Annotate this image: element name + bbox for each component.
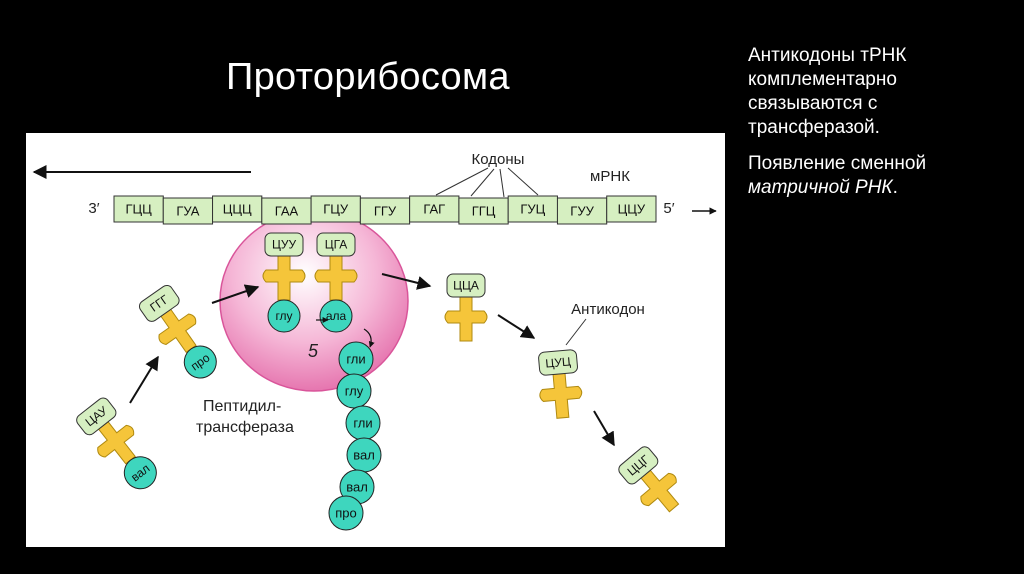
- mrna-5-prime-end: 5′: [663, 200, 674, 217]
- anticodon-box: [76, 397, 117, 436]
- mrna-strand: ГЦЦ ГУА ЦЦЦ ГАА ГЦУ ГГУ ГАГ ГГЦ ГУЦ ГУУ ЦЦУ: [113, 195, 657, 225]
- mrna-label: мРНК: [590, 168, 630, 185]
- anticodon-box: [446, 273, 486, 298]
- codon-text: ГУЦ: [520, 202, 545, 217]
- codon-pointer-line: [507, 167, 539, 196]
- mrna-3-prime-end: 3′: [88, 200, 99, 217]
- anticodon-text: ЦГА: [325, 238, 348, 252]
- slide-title: Проторибосома: [226, 56, 510, 98]
- codon-text: ГГУ: [374, 204, 397, 219]
- flow-arrow: [497, 314, 536, 339]
- enzyme-label-line2: трансфераза: [196, 419, 294, 436]
- anticodon-box: [138, 284, 180, 322]
- codon: ГЦЦ: [113, 195, 164, 223]
- codon-text: ГАА: [275, 204, 299, 219]
- anticodon-pointer-line: [565, 318, 587, 346]
- side-paragraph-1: Антикодоны тРНК комплементарно связывают…: [748, 45, 907, 138]
- codon: ЦЦУ: [606, 195, 657, 223]
- codon-text: ГУА: [176, 204, 199, 219]
- trna: ЦГА ала: [314, 232, 358, 333]
- codon: ГЦУ: [310, 195, 361, 223]
- codon: ГГУ: [359, 197, 411, 225]
- codon-text: ГЦЦ: [125, 202, 152, 217]
- trna: ЦЦГ: [618, 446, 680, 513]
- codon: ЦЦЦ: [212, 195, 263, 223]
- chain-amino-text: про: [335, 506, 357, 521]
- side-paragraph-2-prefix: Появление сменной: [748, 153, 927, 174]
- enzyme-label-line1: Пептидил-: [203, 398, 281, 415]
- amino-acid-text: ала: [326, 309, 347, 323]
- chain-amino-text: вал: [346, 480, 368, 495]
- trna-body: [314, 255, 358, 301]
- chain-amino-text: гли: [346, 352, 365, 367]
- chain-amino-text: вал: [353, 448, 375, 463]
- chain-amino-text: глу: [345, 384, 364, 399]
- codon: ГАА: [261, 197, 312, 225]
- codon-text: ГАГ: [423, 202, 445, 217]
- codon: ГАГ: [409, 195, 460, 223]
- anticodon-text: ЦУЦ: [545, 354, 572, 370]
- flow-arrow: [129, 355, 159, 404]
- flow-arrow: [381, 273, 432, 290]
- codon-text: ГЦУ: [323, 202, 349, 217]
- anticodon-box: [316, 232, 356, 257]
- anticodon-label: Антикодон: [571, 301, 645, 318]
- trna-body: [262, 255, 306, 301]
- codon-pointer-line: [499, 168, 505, 198]
- trna-body: [539, 372, 583, 419]
- anticodon-box: [618, 446, 659, 485]
- codon: ГГЦ: [458, 197, 509, 225]
- amino-acid: [319, 299, 353, 333]
- codon-text: ЦЦЦ: [223, 202, 252, 217]
- anticodon-box: [264, 232, 304, 257]
- codon-pointer-line: [470, 168, 495, 197]
- anticodon-box: [538, 349, 578, 376]
- codon: ГУА: [162, 197, 214, 225]
- codon: ГУЦ: [507, 195, 558, 223]
- trna: ЦЦА: [444, 273, 488, 342]
- amino-acid: [183, 345, 217, 379]
- trna-body: [97, 421, 136, 465]
- anticodon-text: ЦУУ: [272, 238, 297, 252]
- codons-label: Кодоны: [472, 151, 525, 168]
- flow-arrow: [211, 284, 260, 304]
- codon: ГУУ: [556, 197, 608, 225]
- anticodon-text: ЦЦА: [453, 279, 479, 293]
- peptidyl-transferase-ribosome: [219, 210, 409, 392]
- trna: ЦУЦ: [538, 349, 583, 419]
- transfer-curve-arrow: [363, 328, 375, 348]
- trna-body: [444, 296, 488, 342]
- codon-text: ГГЦ: [472, 204, 496, 219]
- codon-text: ЦЦУ: [618, 202, 646, 217]
- trna: ЦУУ глу: [262, 232, 306, 333]
- amino-acid: [123, 456, 157, 490]
- side-paragraph-2-italic: матричной РНК: [748, 177, 893, 198]
- side-text: Антикодоны тРНК комплементарно связывают…: [748, 44, 1010, 212]
- codon-text: ГУУ: [570, 204, 594, 219]
- trna-body: [640, 469, 680, 513]
- amino-acid: [267, 299, 301, 333]
- chain-amino-text: гли: [353, 416, 372, 431]
- side-paragraph-2-suffix: .: [892, 177, 898, 198]
- step-number: 5: [308, 341, 319, 361]
- flow-arrow: [593, 410, 615, 447]
- amino-acid-text: глу: [275, 309, 292, 323]
- peptide-chain: гли глу гли вал вал про: [328, 341, 382, 531]
- trna-body: [158, 308, 197, 354]
- side-paragraph-2: Появление сменной матричной РНК.: [748, 152, 1010, 200]
- codon-pointer-line: [435, 167, 489, 196]
- chain-amino-acid: [328, 495, 364, 531]
